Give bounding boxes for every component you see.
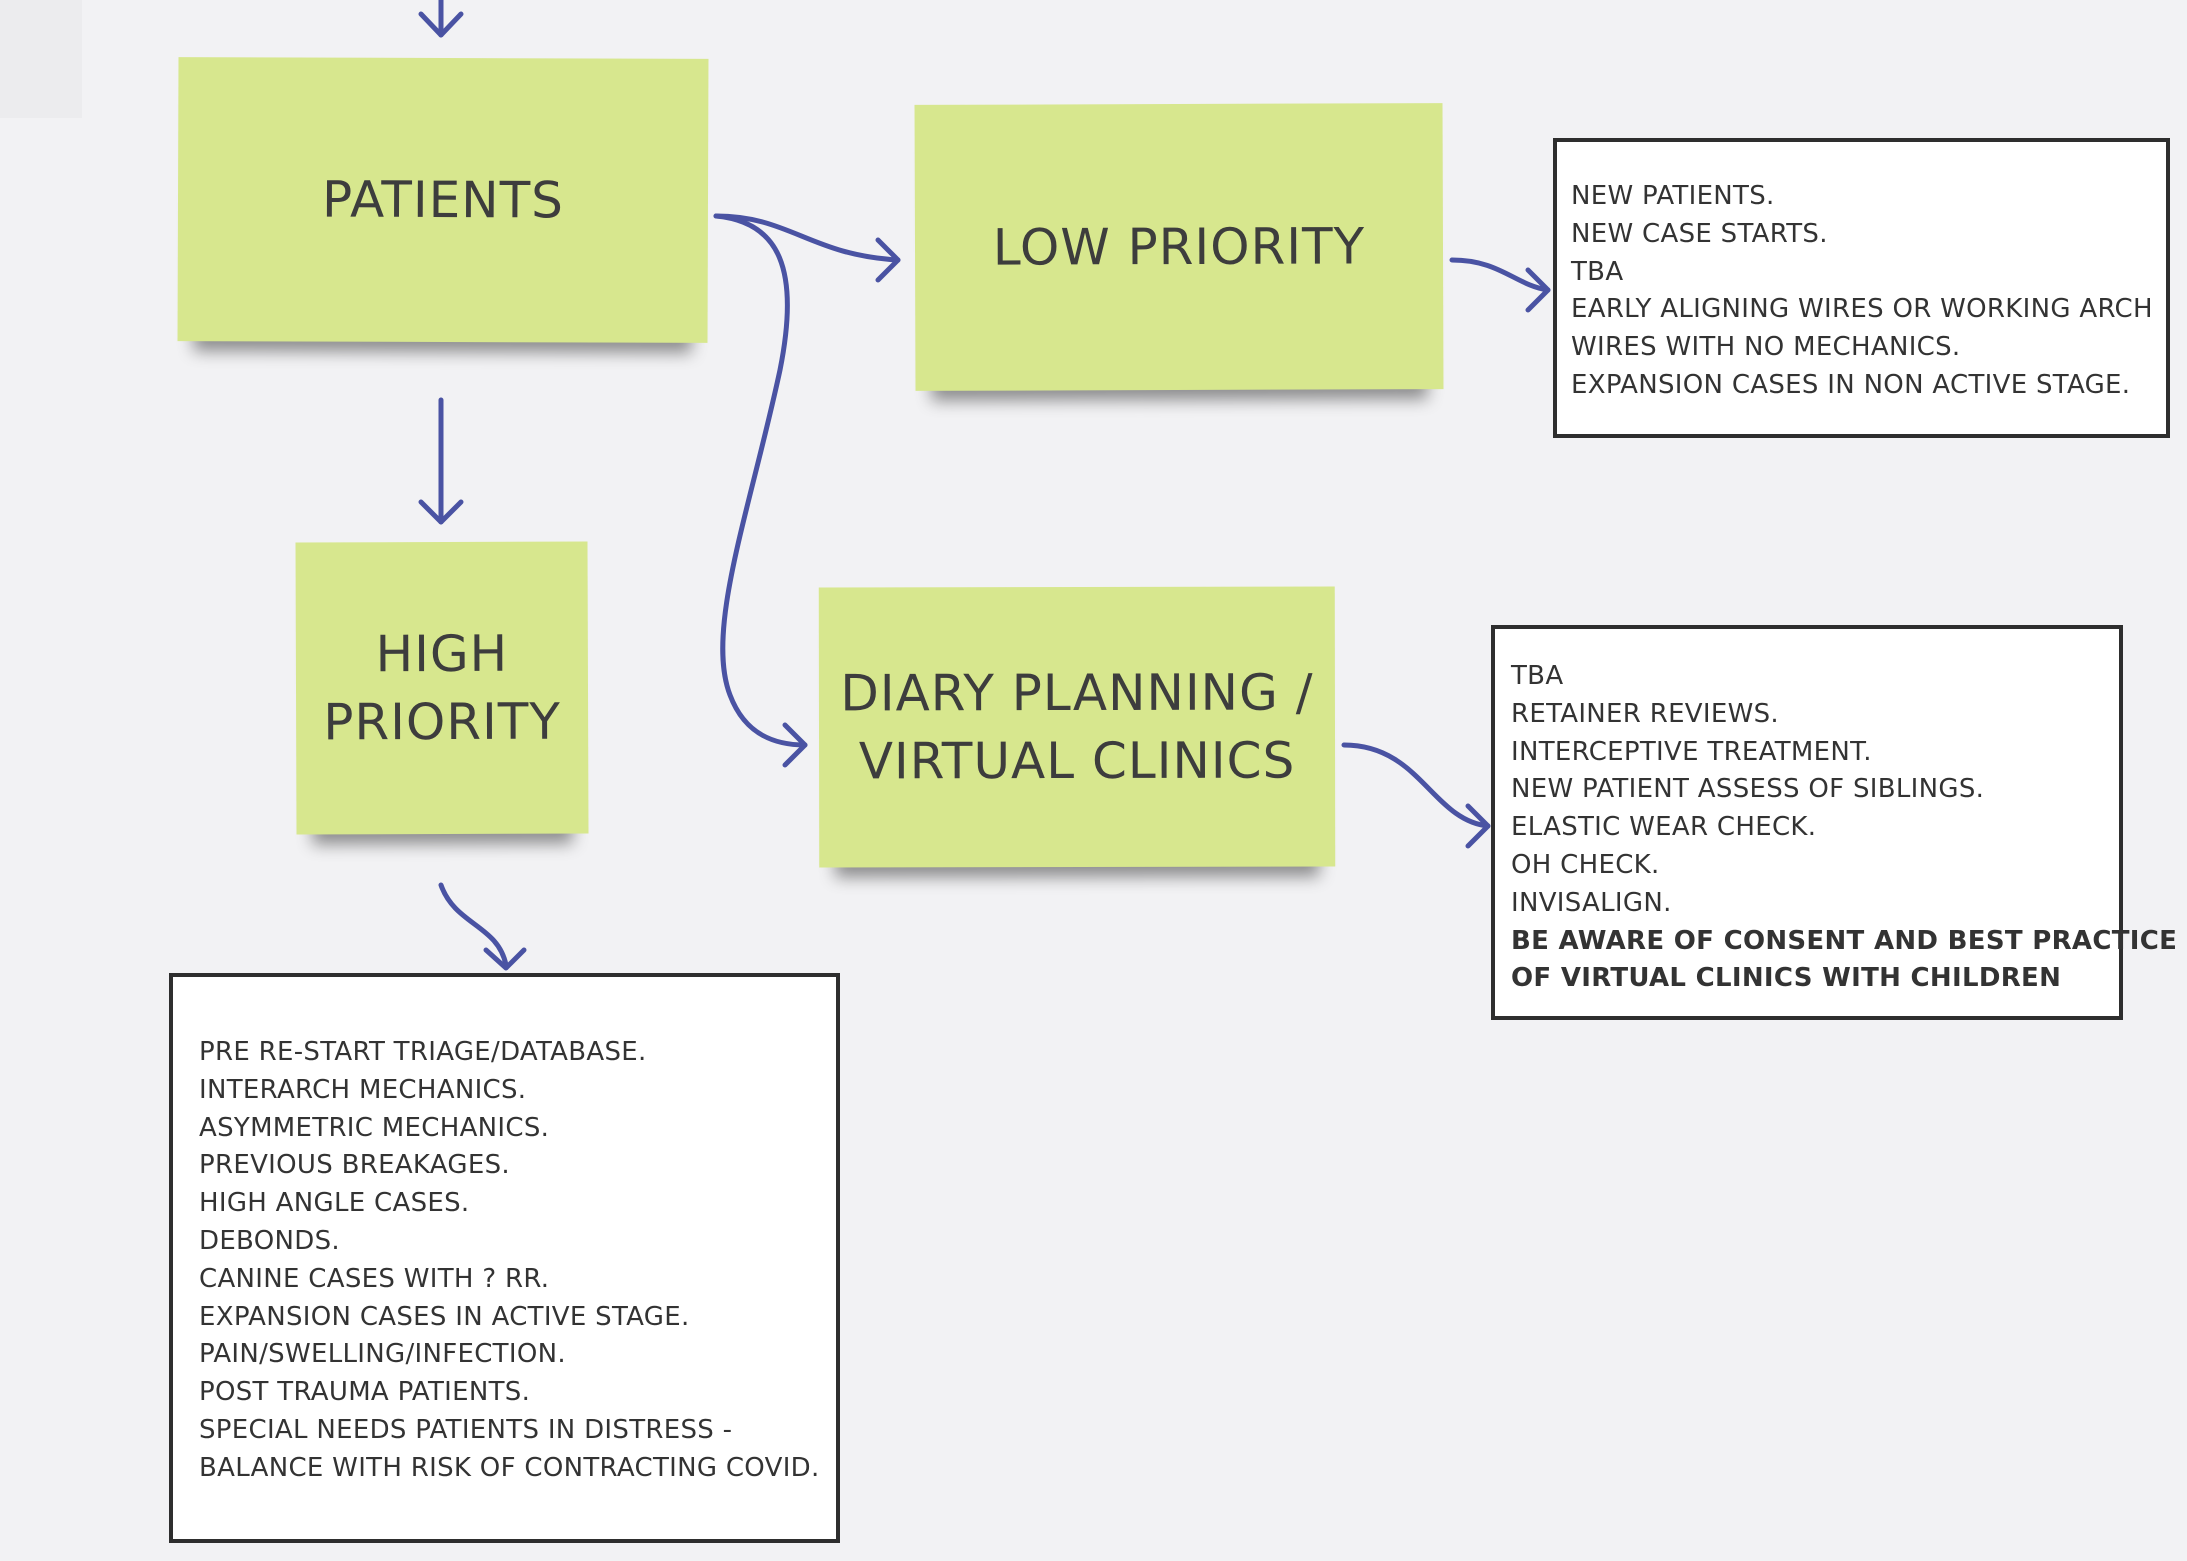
- high-list-item: PRE RE-START TRIAGE/DATABASE.: [199, 1037, 647, 1067]
- arrowhead-diary-list: [1465, 803, 1491, 849]
- node-diary-planning-line-1: DIARY PLANNING /: [840, 663, 1314, 723]
- high-list-item: HIGH ANGLE CASES.: [199, 1188, 470, 1219]
- low-list-item: EXPANSION CASES IN NON ACTIVE STAGE.: [1571, 369, 2131, 400]
- node-diary-planning-line-2: VIRTUAL CLINICS: [858, 731, 1296, 791]
- arrow-patients-to-diary: [713, 213, 808, 748]
- diary-list-note: OF VIRTUAL CLINICS WITH CHILDREN: [1511, 963, 2062, 994]
- high-list-item: DEBONDS.: [199, 1225, 340, 1256]
- arrowhead-high-list: [483, 947, 527, 971]
- arrowhead-into-patients: [418, 11, 464, 38]
- high-list-item: PAIN/SWELLING/INFECTION.: [199, 1339, 566, 1370]
- low-list-item: NEW CASE STARTS.: [1571, 218, 1828, 249]
- diary-list-item: OH CHECK.: [1511, 849, 1660, 880]
- node-low-priority-line: LOW PRIORITY: [992, 217, 1366, 277]
- arrow-diary-to-list: [1341, 742, 1491, 829]
- diary-list-item: INTERCEPTIVE TREATMENT.: [1511, 736, 1872, 767]
- high-priority-list-box[interactable]: PRE RE-START TRIAGE/DATABASE. INTERARCH …: [169, 973, 840, 1543]
- node-high-priority-line-1: HIGH: [375, 624, 509, 684]
- high-list-item: EXPANSION CASES IN ACTIVE STAGE.: [199, 1301, 690, 1332]
- diary-list-box[interactable]: TBA RETAINER REVIEWS. INTERCEPTIVE TREAT…: [1491, 625, 2178, 1020]
- diary-list-note: BE AWARE OF CONSENT AND BEST PRACTICE: [1511, 925, 2178, 956]
- high-list-item: SPECIAL NEEDS PATIENTS IN DISTRESS -: [199, 1414, 733, 1445]
- low-list-item: EARLY ALIGNING WIRES OR WORKING ARCH: [1571, 294, 2153, 325]
- arrow-low-priority-to-list: [1449, 257, 1551, 293]
- diary-list-item: RETAINER REVIEWS.: [1511, 698, 1779, 729]
- arrow-patients-to-low-priority: [713, 213, 901, 263]
- low-priority-list-box[interactable]: NEW PATIENTS. NEW CASE STARTS. TBA EARLY…: [1553, 138, 2170, 438]
- node-patients[interactable]: PATIENTS: [177, 57, 709, 343]
- low-list-item: WIRES WITH NO MECHANICS.: [1571, 332, 1961, 363]
- high-list-item: PREVIOUS BREAKAGES.: [199, 1150, 510, 1181]
- arrowhead-low-list: [1525, 267, 1551, 313]
- node-low-priority[interactable]: LOW PRIORITY: [914, 103, 1444, 391]
- diary-list-item: NEW PATIENT ASSESS OF SIBLINGS.: [1511, 774, 1985, 805]
- high-list-item: POST TRAUMA PATIENTS.: [199, 1377, 531, 1408]
- high-list-item: BALANCE WITH RISK OF CONTRACTING COVID.: [199, 1452, 820, 1483]
- low-list-item: NEW PATIENTS.: [1571, 181, 1775, 211]
- diary-list-item: INVISALIGN.: [1511, 887, 1672, 918]
- high-list-item: CANINE CASES WITH ? RR.: [199, 1263, 550, 1294]
- node-high-priority-line-2: PRIORITY: [323, 692, 562, 752]
- canvas-corner-patch: [0, 0, 82, 118]
- high-list-item: ASYMMETRIC MECHANICS.: [199, 1112, 550, 1143]
- arrowhead-diary: [782, 722, 808, 768]
- low-list-item: TBA: [1571, 256, 1624, 287]
- arrowhead-high-priority: [418, 499, 464, 525]
- diary-list-item: TBA: [1511, 661, 1564, 691]
- arrow-high-priority-to-list: [438, 882, 509, 968]
- node-patients-line: PATIENTS: [321, 170, 565, 230]
- diary-list-item: ELASTIC WEAR CHECK.: [1511, 812, 1817, 843]
- high-list-item: INTERARCH MECHANICS.: [199, 1074, 527, 1105]
- node-high-priority[interactable]: HIGH PRIORITY: [295, 541, 589, 835]
- node-diary-planning[interactable]: DIARY PLANNING / VIRTUAL CLINICS: [818, 586, 1336, 868]
- arrowhead-low-priority: [875, 237, 901, 283]
